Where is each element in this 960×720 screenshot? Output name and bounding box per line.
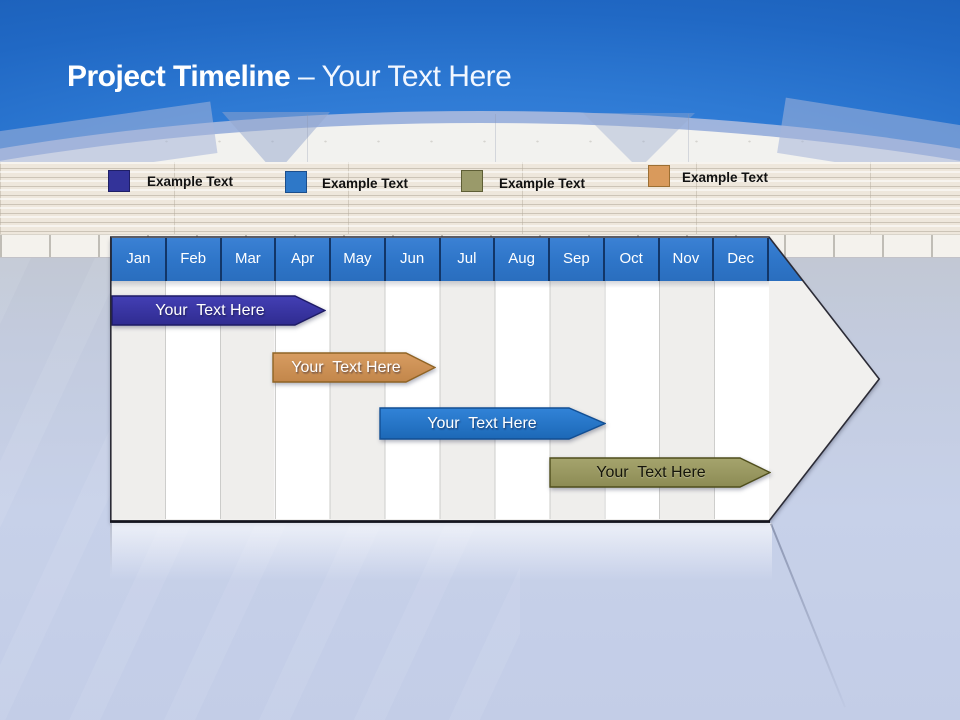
legend-label: Example Text xyxy=(682,170,769,185)
month-cell-jan: Jan xyxy=(110,238,165,281)
legend-swatch-blue xyxy=(285,171,307,193)
legend-swatch-olive xyxy=(461,170,483,192)
month-cell-nov: Nov xyxy=(657,238,713,281)
slide-title: Project Timeline – Your Text Here xyxy=(67,60,512,94)
task-bar-label: Your Text Here xyxy=(427,415,537,432)
legend-swatch-tan xyxy=(648,165,670,187)
legend-label: Example Text xyxy=(322,176,409,191)
month-cell-aug: Aug xyxy=(493,238,548,281)
dome-seam xyxy=(495,114,496,166)
reflection-left-edge xyxy=(110,523,112,575)
task-bar-label: Your Text Here xyxy=(291,359,401,376)
dome-seam xyxy=(307,114,308,166)
task-bar-4: Your Text Here xyxy=(549,457,771,488)
month-cell-apr: Apr xyxy=(274,238,329,281)
month-cell-feb: Feb xyxy=(164,238,220,281)
legend-label: Example Text xyxy=(499,176,586,191)
task-bar-1: Your Text Here xyxy=(111,295,326,326)
month-header-row: Jan Feb Mar Apr May Jun Jul Aug Sep Oct … xyxy=(110,238,769,281)
reflection-fade xyxy=(110,523,772,581)
dome-seam xyxy=(688,114,689,166)
month-cell-jul: Jul xyxy=(438,238,494,281)
month-cell-sep: Sep xyxy=(548,238,603,281)
month-cell-mar: Mar xyxy=(219,238,275,281)
task-bar-label: Your Text Here xyxy=(596,464,706,481)
month-cell-may: May xyxy=(329,238,384,281)
task-bar-2: Your Text Here xyxy=(272,352,436,383)
task-bar-3: Your Text Here xyxy=(379,407,606,440)
slide-title-secondary: – Your Text Here xyxy=(290,60,512,93)
month-cell-dec: Dec xyxy=(712,238,767,281)
striped-wall-band xyxy=(0,162,960,234)
slide-title-primary: Project Timeline xyxy=(67,60,291,93)
month-header-band: Jan Feb Mar Apr May Jun Jul Aug Sep Oct … xyxy=(110,238,879,281)
month-cell-oct: Oct xyxy=(602,238,658,281)
legend-swatch-indigo xyxy=(108,170,130,192)
month-cell-jun: Jun xyxy=(383,238,439,281)
task-bar-label: Your Text Here xyxy=(155,302,265,319)
legend-label: Example Text xyxy=(147,174,234,189)
